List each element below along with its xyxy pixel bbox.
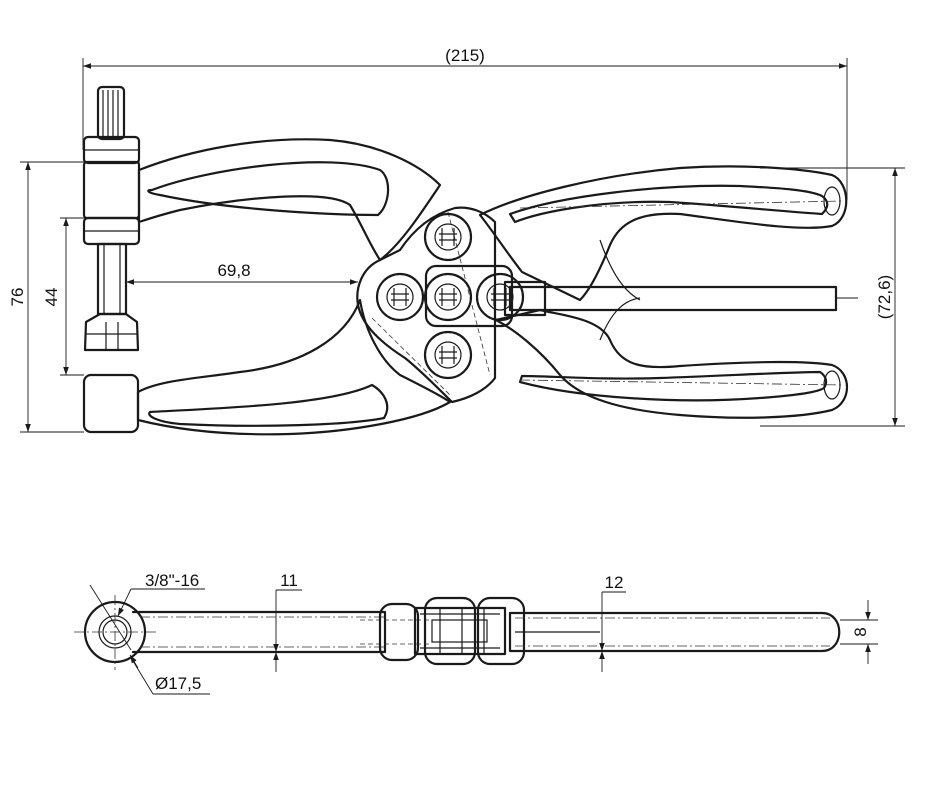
dimension-overall-length: (215)	[82, 46, 848, 200]
top-view: (215) 76 44 69,8 (72,6)	[8, 46, 905, 436]
dimension-thread: 3/8"-16	[89, 571, 205, 651]
dimension-overall-height-right: (72,6)	[760, 167, 905, 427]
dimension-handle-width: 8	[840, 600, 878, 664]
handle-width-label: 8	[851, 627, 870, 636]
side-head-assembly	[378, 596, 526, 666]
throat-depth-label: 69,8	[217, 261, 250, 280]
jaw-opening-label: 44	[42, 288, 61, 307]
dimension-eye-diameter: Ø17,5	[129, 654, 210, 695]
height-left-label: 76	[8, 288, 27, 307]
dimension-jaw-opening: 44	[42, 217, 98, 376]
eye-end	[74, 595, 156, 670]
thread-label: 3/8"-16	[145, 571, 199, 590]
eye-diameter-label: Ø17,5	[155, 674, 201, 693]
dimension-handle-thickness: 12	[599, 573, 626, 672]
arm-thickness-label: 11	[280, 571, 298, 590]
lower-jaw-arm	[136, 298, 452, 436]
lower-jaw-pad	[82, 373, 140, 434]
upper-jaw-arm	[137, 138, 442, 262]
side-view: 3/8"-16 Ø17,5 11 12 8	[74, 571, 878, 695]
spindle	[82, 85, 141, 352]
dimension-arm-thickness: 11	[273, 571, 302, 672]
handle-thickness-label: 12	[605, 573, 624, 592]
overall-height-right-label: (72,6)	[875, 275, 894, 319]
side-jaw-arm	[131, 610, 430, 654]
pivot-pins	[375, 212, 525, 380]
lower-handle	[494, 297, 848, 419]
side-handle	[508, 611, 841, 653]
dimension-height-left: 76	[8, 161, 139, 433]
handle-rod	[503, 280, 838, 317]
dimension-throat-depth: 69,8	[126, 261, 358, 285]
upper-handle	[478, 165, 848, 302]
overall-length-label: (215)	[445, 46, 485, 65]
